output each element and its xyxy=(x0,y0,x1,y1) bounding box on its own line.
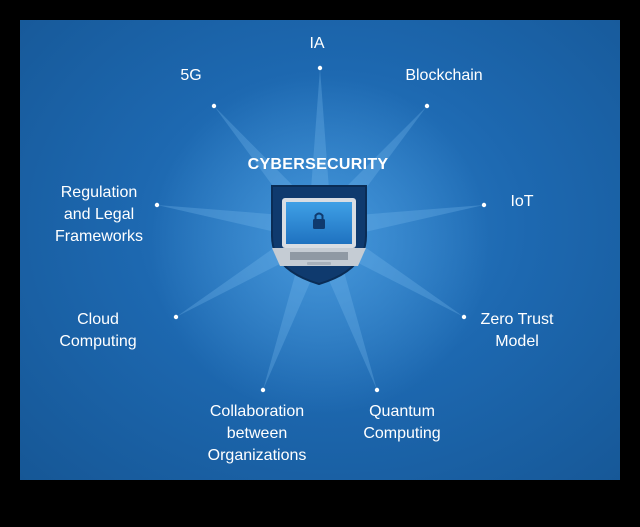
node-dot-regulation xyxy=(154,202,160,208)
node-dot-collaboration xyxy=(260,387,266,393)
node-label-ia: IA xyxy=(309,35,325,52)
laptop-lock-shield-icon xyxy=(271,185,367,286)
node-label-zero-trust: Zero Trust Model xyxy=(480,311,554,350)
node-label-quantum: Quantum Computing xyxy=(363,403,441,442)
node-dot-ia xyxy=(317,65,323,71)
node-dot-blockchain xyxy=(424,103,430,109)
dots-group xyxy=(154,65,487,393)
node-label-cloud: Cloud Computing xyxy=(59,311,137,350)
node-label-iot: IoT xyxy=(510,193,534,210)
diagram-title: CYBERSECURITY xyxy=(247,156,389,173)
node-dot-cloud xyxy=(173,314,179,320)
diagram-graphic xyxy=(150,65,490,415)
node-dot-zero-trust xyxy=(461,314,467,320)
laptop-keyboard-keys xyxy=(290,252,348,260)
node-dot-quantum xyxy=(374,387,380,393)
node-dot-iot xyxy=(481,202,487,208)
lock-body-icon xyxy=(313,219,325,229)
node-label-regulation: Regulation and Legal Frameworks xyxy=(54,184,144,245)
node-dot-5g xyxy=(211,103,217,109)
node-label-blockchain: Blockchain xyxy=(405,67,483,84)
laptop-touchpad xyxy=(307,262,331,265)
node-label-collaboration: Collaboration between Organizations xyxy=(207,403,307,464)
lock-shackle-icon xyxy=(314,212,324,219)
node-label-5g: 5G xyxy=(180,67,202,84)
